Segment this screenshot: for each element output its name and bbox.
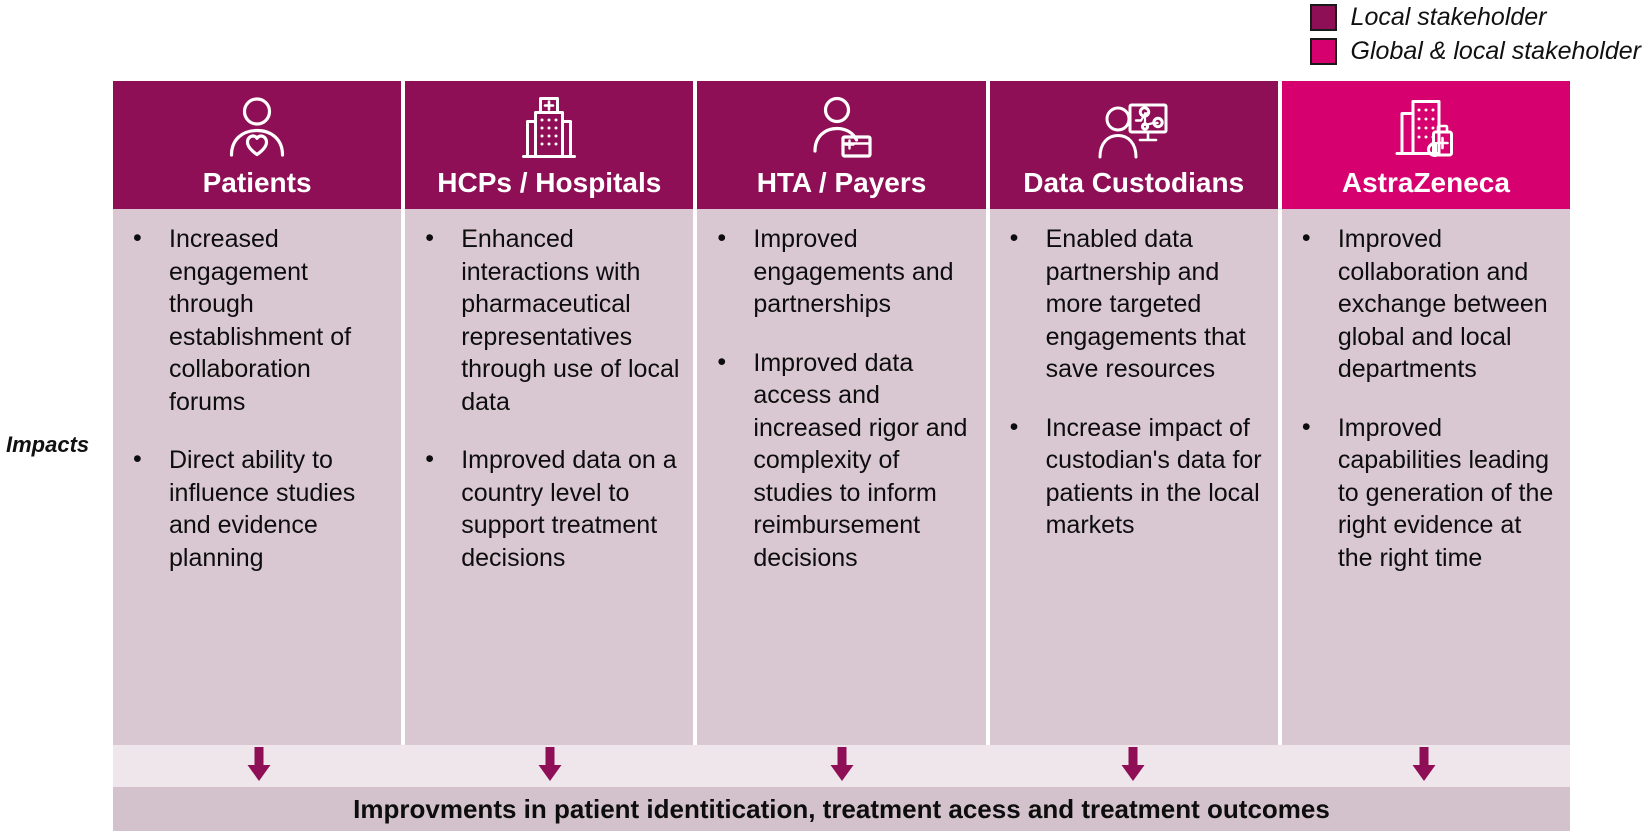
summary-text: Improvments in patient identitication, t…: [353, 793, 1330, 824]
list-item: Improved data access and increased rigor…: [701, 346, 975, 575]
list-item: Direct ability to influence studies and …: [117, 443, 391, 574]
legend-label-global-local: Global & local stakeholder: [1350, 37, 1641, 65]
list-item: Improved engagements and partnerships: [701, 222, 975, 321]
down-arrow-icon: [537, 746, 563, 786]
column-hta-payers: HTA / Payers Improved engagements and pa…: [697, 81, 986, 745]
column-header-patients: Patients: [113, 81, 402, 209]
column-title-patients: Patients: [202, 167, 312, 198]
column-body-hcps-hospitals: Enhanced interactions with pharmaceutica…: [405, 209, 694, 745]
person-with-health-card-icon: [806, 90, 878, 168]
column-header-astrazeneca: AstraZeneca: [1281, 81, 1571, 209]
buildings-with-medicine-icon: [1388, 90, 1464, 168]
arrow-cell: [113, 745, 404, 787]
column-title-astrazeneca: AstraZeneca: [1341, 167, 1510, 198]
person-with-heart-icon: [221, 90, 293, 168]
arrow-cell: [404, 745, 695, 787]
arrow-band: [113, 745, 1570, 787]
bullet-list-astrazeneca: Improved collaboration and exchange betw…: [1286, 222, 1560, 575]
column-astrazeneca: AstraZeneca Improved collaboration and e…: [1281, 81, 1571, 745]
column-patients: Patients Increased engagement through es…: [113, 81, 402, 745]
column-title-data-custodians: Data Custodians: [1023, 167, 1245, 198]
column-hcps-hospitals: HCPs / Hospitals Enhanced interactions w…: [405, 81, 694, 745]
person-with-data-monitor-icon: [1096, 90, 1172, 168]
column-body-data-custodians: Enabled data partnership and more target…: [989, 209, 1278, 745]
bullet-list-data-custodians: Enabled data partnership and more target…: [994, 222, 1268, 542]
down-arrow-icon: [1411, 746, 1437, 786]
column-header-hta-payers: HTA / Payers: [697, 81, 986, 209]
column-header-hcps-hospitals: HCPs / Hospitals: [405, 81, 694, 209]
down-arrow-icon: [829, 746, 855, 786]
column-body-patients: Increased engagement through establishme…: [113, 209, 402, 745]
column-data-custodians: Data Custodians Enabled data partnership…: [989, 81, 1278, 745]
bullet-list-hcps-hospitals: Enhanced interactions with pharmaceutica…: [409, 222, 683, 574]
impacts-row-label: Impacts: [6, 432, 90, 457]
arrow-cell: [987, 745, 1278, 787]
list-item: Improved collaboration and exchange betw…: [1286, 222, 1560, 386]
list-item: Improved capabilities leading to generat…: [1286, 411, 1560, 575]
down-arrow-icon: [246, 746, 272, 786]
legend-item-global-local: Global & local stakeholder: [1309, 37, 1641, 65]
bullet-list-patients: Increased engagement through establishme…: [117, 222, 391, 574]
square-swatch-icon: [1309, 38, 1337, 65]
bullet-list-hta-payers: Improved engagements and partnerships Im…: [701, 222, 975, 575]
column-body-astrazeneca: Improved collaboration and exchange betw…: [1281, 209, 1571, 745]
column-title-hta-payers: HTA / Payers: [756, 167, 927, 198]
column-header-data-custodians: Data Custodians: [989, 81, 1278, 209]
list-item: Enhanced interactions with pharmaceutica…: [409, 222, 683, 418]
list-item: Improved data on a country level to supp…: [409, 443, 683, 574]
list-item: Increase impact of custodian's data for …: [994, 411, 1268, 542]
arrow-cell: [696, 745, 987, 787]
down-arrow-icon: [1120, 746, 1146, 786]
list-item: Increased engagement through establishme…: [117, 222, 391, 418]
hospital-building-icon: [513, 90, 585, 168]
list-item: Enabled data partnership and more target…: [994, 222, 1268, 386]
legend: Local stakeholder Global & local stakeho…: [1309, 3, 1641, 65]
column-body-hta-payers: Improved engagements and partnerships Im…: [697, 209, 986, 745]
legend-label-local: Local stakeholder: [1350, 3, 1547, 31]
summary-bar: Improvments in patient identitication, t…: [113, 787, 1570, 831]
legend-item-local: Local stakeholder: [1309, 3, 1547, 31]
stakeholder-columns: Patients Increased engagement through es…: [113, 81, 1571, 745]
square-swatch-icon: [1309, 4, 1337, 31]
column-title-hcps-hospitals: HCPs / Hospitals: [437, 167, 662, 198]
arrow-cell: [1279, 745, 1570, 787]
